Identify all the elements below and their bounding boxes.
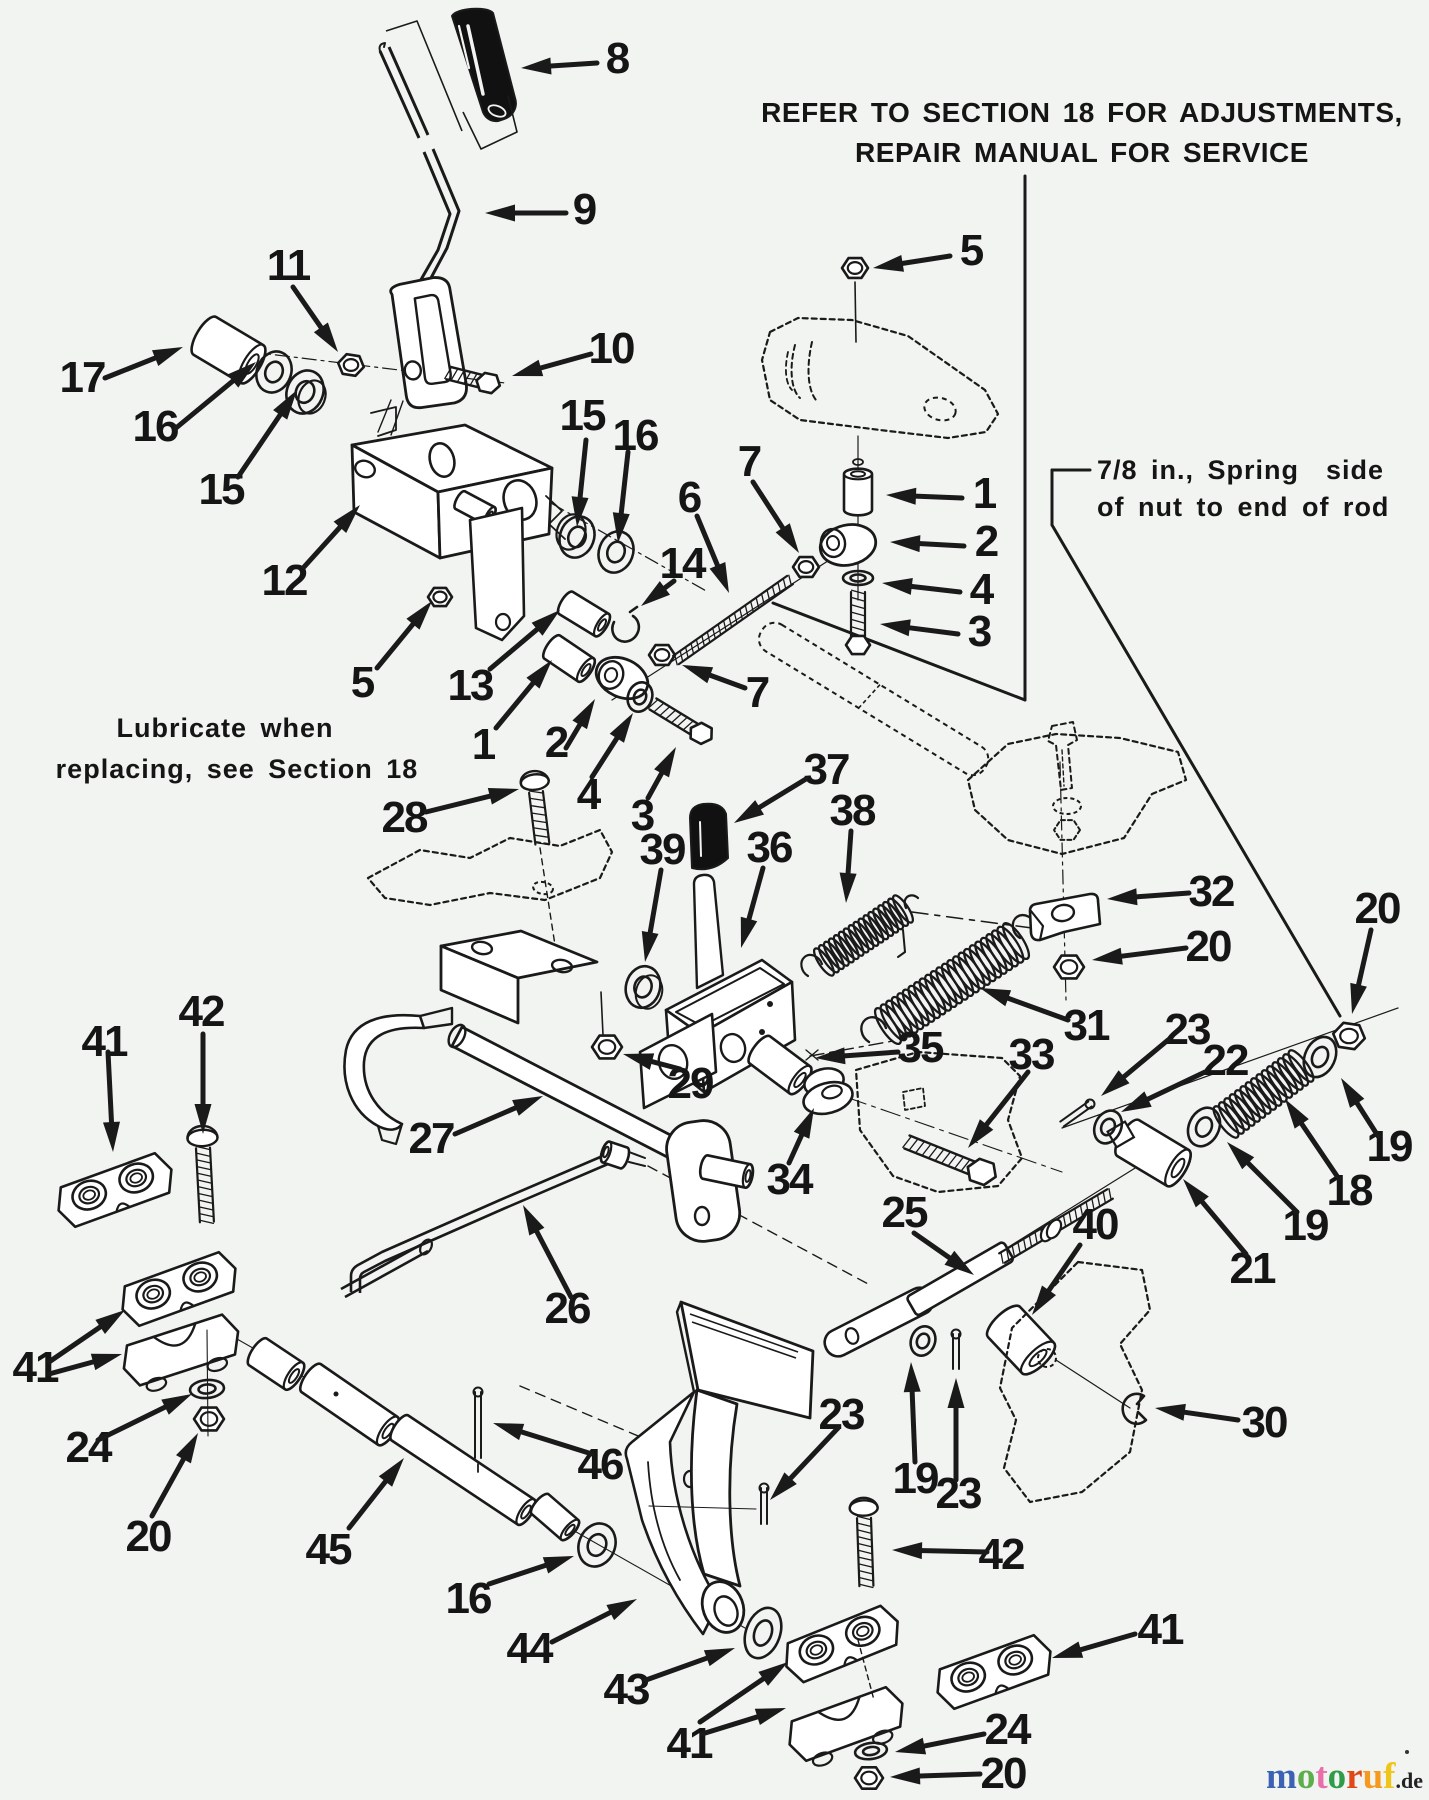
svg-text:27: 27 [409, 1114, 454, 1163]
svg-text:16: 16 [133, 402, 178, 451]
svg-text:4: 4 [577, 770, 602, 819]
svg-text:8: 8 [606, 34, 630, 83]
svg-text:1: 1 [973, 469, 997, 518]
svg-text:31: 31 [1064, 1001, 1110, 1050]
svg-text:23: 23 [819, 1390, 864, 1439]
svg-text:2: 2 [975, 517, 998, 566]
svg-text:16: 16 [613, 411, 658, 460]
svg-text:7/8 in., Spring side: 7/8 in., Spring side [1097, 455, 1384, 485]
svg-text:35: 35 [898, 1023, 944, 1072]
svg-text:41: 41 [82, 1017, 128, 1066]
svg-text:REPAIR MANUAL FOR SERVICE: REPAIR MANUAL FOR SERVICE [855, 137, 1309, 168]
svg-text:37: 37 [804, 745, 849, 794]
svg-text:5: 5 [351, 658, 375, 707]
svg-text:42: 42 [979, 1530, 1024, 1579]
svg-text:39: 39 [640, 825, 685, 874]
svg-text:24: 24 [985, 1705, 1032, 1754]
svg-text:32: 32 [1189, 867, 1234, 916]
svg-text:23: 23 [1165, 1005, 1210, 1054]
svg-text:40: 40 [1073, 1200, 1118, 1249]
svg-text:41: 41 [1138, 1605, 1184, 1654]
svg-text:10: 10 [589, 324, 634, 373]
svg-text:28: 28 [382, 793, 428, 842]
svg-text:20: 20 [1186, 922, 1231, 971]
svg-text:replacing, see Section 18: replacing, see Section 18 [56, 754, 419, 784]
svg-text:43: 43 [604, 1665, 649, 1714]
svg-text:15: 15 [560, 391, 606, 440]
svg-text:44: 44 [507, 1624, 554, 1673]
svg-text:20: 20 [1355, 884, 1400, 933]
svg-text:13: 13 [448, 661, 493, 710]
svg-text:2: 2 [545, 718, 568, 767]
svg-text:42: 42 [179, 987, 224, 1036]
svg-text:25: 25 [882, 1188, 928, 1237]
svg-text:14: 14 [660, 539, 707, 588]
svg-text:REFER TO SECTION 18 FOR ADJUST: REFER TO SECTION 18 FOR ADJUSTMENTS, [761, 97, 1403, 128]
svg-text:38: 38 [830, 786, 876, 835]
svg-text:12: 12 [262, 556, 307, 605]
svg-text:41: 41 [13, 1343, 59, 1392]
svg-text:7: 7 [746, 668, 769, 717]
svg-text:20: 20 [981, 1749, 1026, 1798]
svg-text:6: 6 [678, 473, 701, 522]
svg-text:30: 30 [1242, 1398, 1287, 1447]
svg-text:46: 46 [578, 1440, 623, 1489]
svg-text:36: 36 [747, 823, 792, 872]
svg-text:24: 24 [66, 1423, 113, 1472]
svg-text:7: 7 [738, 437, 761, 486]
svg-text:21: 21 [1230, 1244, 1276, 1293]
svg-text:19: 19 [1283, 1201, 1328, 1250]
svg-text:45: 45 [306, 1525, 352, 1574]
svg-text:22: 22 [1203, 1036, 1248, 1085]
svg-text:of nut to end of rod: of nut to end of rod [1097, 492, 1389, 522]
svg-text:23: 23 [936, 1469, 981, 1518]
svg-text:17: 17 [60, 353, 105, 402]
svg-text:33: 33 [1009, 1030, 1054, 1079]
svg-text:11: 11 [267, 241, 311, 290]
svg-text:15: 15 [199, 465, 245, 514]
svg-text:5: 5 [960, 226, 984, 275]
svg-text:Lubricate when: Lubricate when [116, 713, 333, 743]
svg-text:20: 20 [126, 1512, 171, 1561]
svg-text:3: 3 [631, 791, 654, 840]
svg-text:9: 9 [573, 185, 596, 234]
svg-text:motoruf.de: motoruf.de [1266, 1756, 1423, 1797]
svg-text:1: 1 [472, 720, 496, 769]
svg-text:3: 3 [968, 607, 991, 656]
svg-text:16: 16 [446, 1574, 491, 1623]
svg-text:41: 41 [667, 1719, 713, 1768]
